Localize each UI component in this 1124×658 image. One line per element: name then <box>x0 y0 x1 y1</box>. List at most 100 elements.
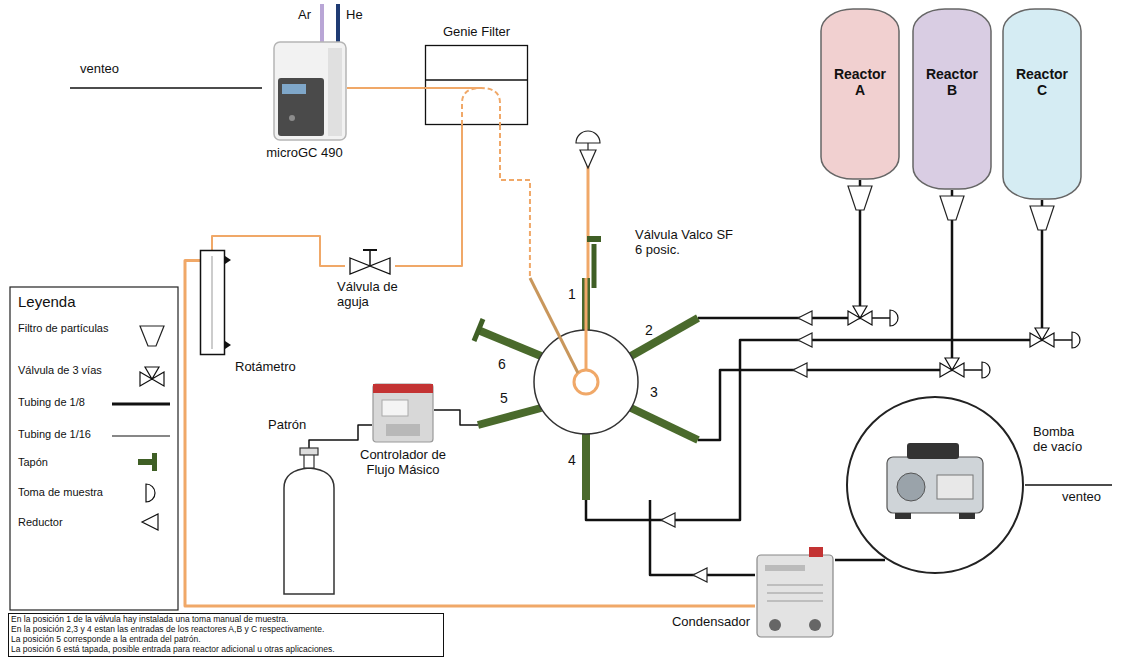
node-label: microGC 490 <box>256 146 353 161</box>
node-label: Genie Filter <box>425 25 528 40</box>
valco-valve-shape <box>631 318 698 356</box>
legend-box <box>146 484 155 502</box>
note-box-shape <box>9 614 444 657</box>
gas-cylinder-shape <box>304 454 314 468</box>
mass-flow-controller: Controlador de Flujo Másico <box>372 378 434 443</box>
label-slot: 6 <box>498 356 506 372</box>
pipe-connector <box>650 500 755 575</box>
legend-box <box>112 403 170 406</box>
gc-device: microGC 490 <box>262 38 347 143</box>
text-slot: microGC 490 <box>256 146 353 161</box>
label-slot: 4 <box>568 452 576 468</box>
rotameter-shape <box>200 250 225 355</box>
condenser-shape <box>757 555 833 637</box>
valco-valve-shape <box>592 244 597 288</box>
three-way-valve <box>1072 332 1080 348</box>
note-box: En la posición 1 de la válvula hay insta… <box>8 613 444 657</box>
three-way-valve <box>848 306 872 325</box>
node-label: En la posición 1 de la válvula hay insta… <box>11 614 441 624</box>
rotameter-shape <box>212 256 213 349</box>
vent-line <box>1025 484 1112 486</box>
legend-slot: Tubing de 1/8 <box>18 396 118 409</box>
gas-cylinder-shape <box>300 448 318 455</box>
pipe-connector <box>347 87 425 89</box>
node-label: Válvula Valco SF 6 posic. <box>635 228 735 258</box>
needle-valve-shape <box>369 250 371 266</box>
vacuum-pump-shape <box>847 397 1023 573</box>
gas-cylinder-shape <box>278 448 340 596</box>
vacuum-pump-shape <box>897 473 925 501</box>
gc-device-shape <box>278 78 324 136</box>
pipe-connector <box>698 180 860 318</box>
reactor-vessel-shape <box>1003 9 1081 199</box>
text-slot: Válvula de aguja <box>337 280 417 310</box>
valco-valve-shape <box>631 408 698 440</box>
vacuum-pump-shape <box>907 443 959 459</box>
reducer-symbol <box>661 311 812 582</box>
legend-box <box>140 367 164 386</box>
condenser-shape <box>755 545 835 640</box>
needle-valve: Válvula de aguja <box>345 256 395 276</box>
condenser-shape <box>809 547 823 557</box>
mass-flow-controller-shape <box>373 384 433 442</box>
reducer-symbol <box>798 333 812 347</box>
gc-device-shape <box>274 42 346 140</box>
callout-label: Ar <box>298 8 311 23</box>
filter-box-shape <box>462 88 500 125</box>
condenser-shape <box>767 593 823 594</box>
label-slot: 5 <box>500 390 508 406</box>
gas-cylinder-shape <box>284 468 334 594</box>
gc-device-shape <box>328 48 342 136</box>
vacuum-pump-shape <box>887 457 983 513</box>
valco-valve-shape <box>582 434 590 500</box>
text-slot: Genie Filter <box>425 25 528 40</box>
particle-filter <box>848 186 872 210</box>
vacuum-pump-shape <box>959 513 975 519</box>
text-slot: Reactor C <box>1013 66 1071 98</box>
mass-flow-controller-shape <box>386 424 420 436</box>
rotameter: Rotámetro <box>200 250 225 355</box>
valco-valve-shape <box>478 330 541 356</box>
pipe-connector <box>434 410 478 425</box>
sample-port <box>587 143 588 150</box>
reducer-symbol <box>693 568 707 582</box>
text-slot: En la posición 2,3 y 4 estan las entrada… <box>11 624 441 634</box>
valco-valve-shape <box>478 278 698 500</box>
rotameter-shape <box>225 341 231 349</box>
valco-valve: Válvula Valco SF 6 posic. <box>478 278 698 500</box>
legend-slot: Válvula de 3 vías <box>18 364 118 377</box>
text-slot: Controlador de Flujo Másico <box>348 448 458 478</box>
legend-box <box>138 459 154 465</box>
pipe-connector <box>212 236 345 266</box>
gc-device-shape <box>282 84 306 94</box>
legend-box <box>112 435 170 436</box>
valco-valve-shape <box>530 278 578 373</box>
label-slot: Leyenda <box>18 293 76 310</box>
rotameter-shape <box>201 251 225 355</box>
node-label: Bomba de vacío <box>1033 425 1091 455</box>
reactor-vessel: Reactor C <box>1002 8 1082 200</box>
legend-text: Filtro de partículas <box>18 322 118 335</box>
node-text: En la posición 2,3 y 4 estan las entrada… <box>11 624 441 634</box>
callout-label: 2 <box>645 322 653 338</box>
text-slot: La posición 6 está tapada, posible entra… <box>11 644 441 654</box>
gas-lines <box>322 4 338 42</box>
node-label: Reactor B <box>923 66 981 98</box>
legend-slot: Tapón <box>18 456 118 469</box>
filter-box: Genie Filter <box>425 45 528 125</box>
gas-cylinder: Patrón <box>278 448 340 596</box>
node-text: La posición 6 está tapada, posible entra… <box>11 644 441 654</box>
callout-label: Leyenda <box>18 293 76 310</box>
legend-box <box>10 287 178 610</box>
text-slot: Válvula Valco SF 6 posic. <box>635 228 735 258</box>
callout-label: 3 <box>650 384 658 400</box>
node-label: Reactor C <box>1013 66 1071 98</box>
gas-lines <box>336 4 340 42</box>
node-label: Controlador de Flujo Másico <box>348 448 458 478</box>
filter-box-shape <box>426 46 528 125</box>
text-slot: Bomba de vacío <box>1033 425 1091 455</box>
legend-text: Válvula de 3 vías <box>18 364 118 377</box>
text-slot: En la posición 1 de la válvula hay insta… <box>11 614 441 624</box>
condenser-shape <box>765 565 805 571</box>
